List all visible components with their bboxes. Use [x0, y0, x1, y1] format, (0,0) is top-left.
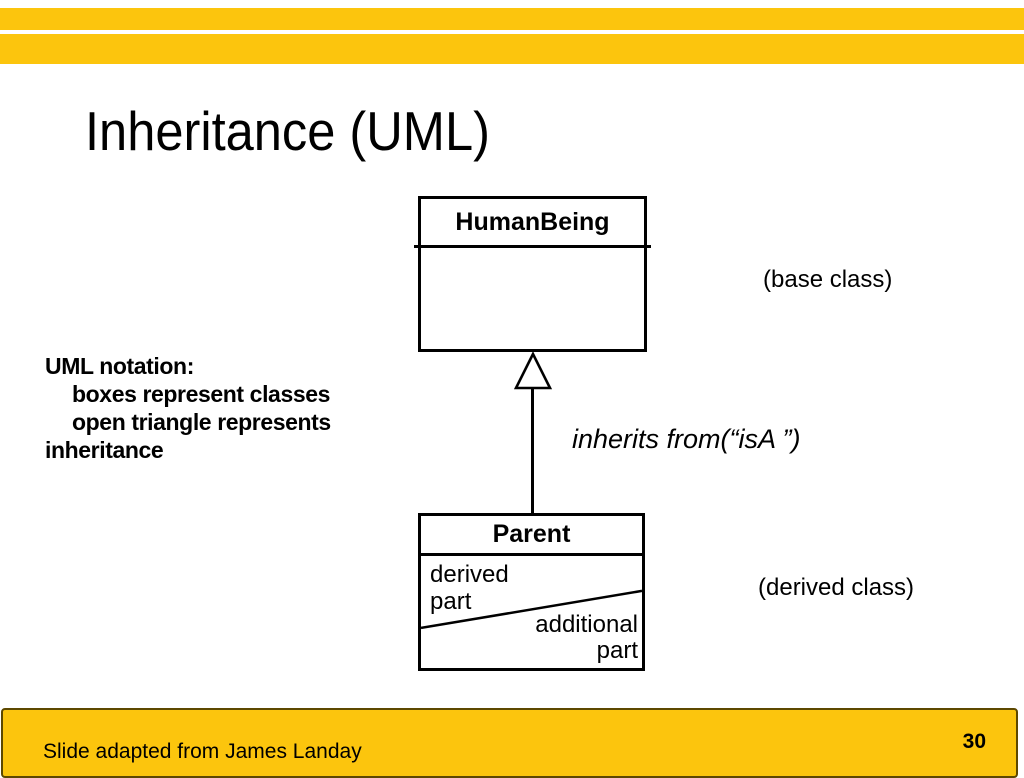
footer-bar: Slide adapted from James Landay 30: [1, 708, 1018, 778]
note-line-1: UML notation:: [45, 353, 194, 379]
note-line-3: open triangle represents: [72, 409, 331, 435]
derived-class-compartment: derived part additional part: [421, 556, 642, 665]
derived-class-box: Parent derived part additional part: [418, 513, 645, 671]
derived-part-label: derived part: [430, 561, 509, 615]
base-class-box: HumanBeing: [414, 196, 651, 352]
base-class-name: HumanBeing: [455, 207, 610, 236]
slide-title: Inheritance (UML): [85, 100, 490, 162]
footer-credit-text: Slide adapted from James Landay: [43, 740, 362, 763]
page-number: 30: [962, 730, 986, 753]
base-class-annotation: (base class): [763, 266, 893, 293]
top-accent-band-2: [0, 34, 1024, 64]
derived-class-annotation: (derived class): [758, 574, 915, 601]
inheritance-connector-line: [531, 389, 534, 514]
inherits-from-label: inherits from(“isA ”): [572, 424, 801, 454]
derived-class-name: Parent: [421, 516, 642, 556]
compartment-diagonal-divider: [421, 589, 642, 630]
top-accent-band-1: [0, 8, 1024, 30]
note-line-2: boxes represent classes: [72, 381, 331, 407]
additional-part-label: additional part: [535, 611, 638, 664]
uml-notation-notes: UML notation: boxes represent classes op…: [45, 352, 405, 464]
note-line-4: inheritance: [45, 437, 164, 463]
base-class-compartment-divider: [414, 245, 651, 248]
inheritance-triangle-icon: [513, 351, 553, 390]
